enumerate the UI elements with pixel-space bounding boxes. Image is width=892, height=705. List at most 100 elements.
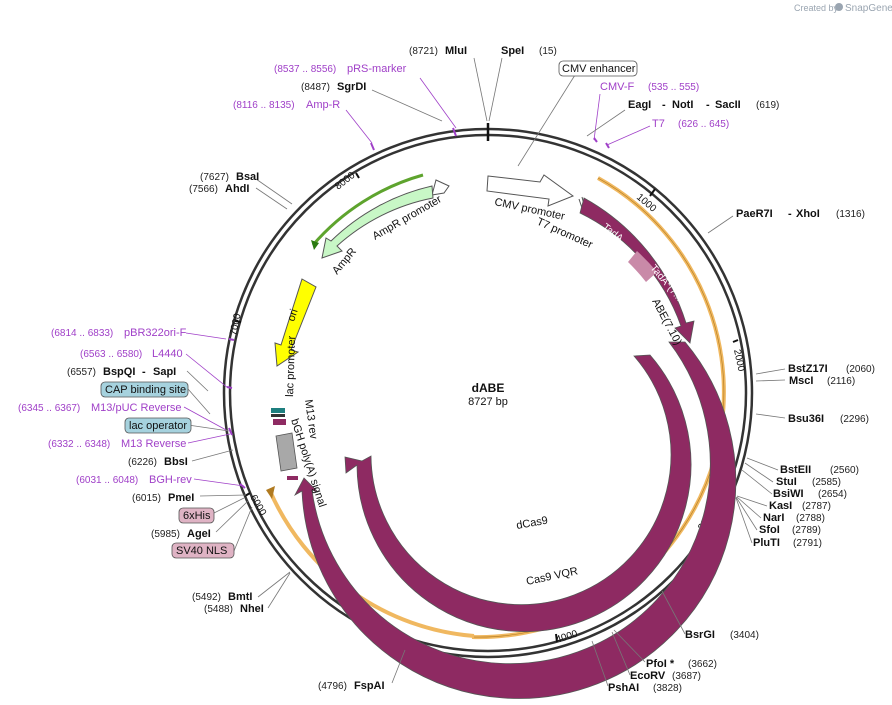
leader-lines xyxy=(183,57,786,687)
site-kasi-pos: (2787) xyxy=(802,501,831,512)
site-xhoi-name: XhoI xyxy=(796,208,820,220)
site-spei-pos: (15) xyxy=(539,46,557,57)
tick-2000: 2000 xyxy=(731,348,746,372)
box-cap-binding xyxy=(100,381,189,398)
tick-mark-8000 xyxy=(355,172,360,179)
site-agei-name: AgeI xyxy=(187,528,211,540)
site-ahdi-name: AhdI xyxy=(225,183,249,195)
ori-feature-arrow xyxy=(274,278,317,367)
site-bmti-pos: (5492) xyxy=(192,592,221,603)
ampr-promoter-arrow xyxy=(431,179,450,196)
svg-text:-: - xyxy=(662,99,666,111)
ampr-green-line xyxy=(311,173,424,246)
site-bsteii-name: BstEII xyxy=(780,464,811,476)
site-pshai-pos: (3828) xyxy=(653,683,682,694)
site-paer7i-name: PaeR7I xyxy=(736,208,773,220)
abe-feature-arrow xyxy=(579,197,695,344)
snapgene-logo: SnapGene xyxy=(835,3,892,14)
site-spei-name: SpeI xyxy=(501,45,524,57)
site-pluti-pos: (2791) xyxy=(793,538,822,549)
primer-m13puc-name: M13/pUC Reverse xyxy=(91,402,181,414)
site-bsteii-pos: (2560) xyxy=(830,465,859,476)
lac-operator-mark xyxy=(271,408,285,413)
site-eagi-name: EagI xyxy=(628,99,651,111)
tick-7000: 7000 xyxy=(228,312,243,336)
tick-mark-4000 xyxy=(555,633,558,643)
svg-text:-: - xyxy=(142,366,146,378)
cmv-promoter-arrow xyxy=(486,174,575,207)
site-noti-name: NotI xyxy=(672,99,693,111)
primer-m13rev-name: M13 Reverse xyxy=(121,438,186,450)
box-lac-operator xyxy=(124,417,192,434)
site-bbsi-pos: (6226) xyxy=(128,457,157,468)
site-pfoi-pos: (3662) xyxy=(688,659,717,670)
box-sv40-nls xyxy=(171,542,235,559)
box-6xhis xyxy=(178,507,215,524)
site-pfoi-name: PfoI * xyxy=(646,658,675,670)
site-ecorv-name: EcoRV xyxy=(630,670,666,682)
primer-pbr322-range: (6814 .. 6833) xyxy=(51,328,113,339)
site-sgrdi-pos: (8487) xyxy=(301,82,330,93)
site-bsrgi-pos: (3404) xyxy=(730,630,759,641)
site-nari-pos: (2788) xyxy=(796,513,825,524)
m13-rev-mark xyxy=(273,419,286,425)
label-t7-promoter: T7 promoter xyxy=(535,216,595,251)
site-mlui-name: MluI xyxy=(445,45,467,57)
site-sgrdi-name: SgrDI xyxy=(337,81,366,93)
site-msci-pos: (2116) xyxy=(827,376,855,387)
box-cmv-enhancer xyxy=(558,60,638,77)
site-pmei-pos: (6015) xyxy=(132,493,161,504)
primer-m13puc-range: (6345 .. 6367) xyxy=(18,403,80,414)
orange-arrow-tip xyxy=(266,486,275,499)
primer-l4440-range: (6563 .. 6580) xyxy=(80,349,142,360)
box-lac-operator-label: lac operator xyxy=(129,420,187,432)
site-pluti-name: PluTI xyxy=(753,537,780,549)
site-bsu36i-pos: (2296) xyxy=(840,414,869,425)
primer-marks xyxy=(226,127,610,489)
site-bstz17i-pos: (2060) xyxy=(846,364,875,375)
ampr-green-tip xyxy=(311,240,319,250)
primer-cmvf-name: CMV-F xyxy=(600,81,635,93)
site-bstz17i-name: BstZ17I xyxy=(788,363,828,375)
site-fspai-name: FspAI xyxy=(354,680,385,692)
site-bsiwi-pos: (2654) xyxy=(818,489,847,500)
primer-bghrev-range: (6031 .. 6048) xyxy=(76,475,138,486)
primer-prs-marker-range: (8537 .. 8556) xyxy=(274,64,336,75)
site-fspai-pos: (4796) xyxy=(318,681,347,692)
primer-m13rev-range: (6332 .. 6348) xyxy=(48,439,110,450)
bgh-polya-feature xyxy=(275,432,298,472)
primer-pbr322-name: pBR322ori-F xyxy=(124,327,187,339)
cas9vqr-feature-arrow xyxy=(294,341,737,699)
primer-ampr-name: Amp-R xyxy=(306,99,340,111)
site-bsai-name: BsaI xyxy=(236,171,259,183)
watermark-text: Created by xyxy=(794,3,839,13)
primer-bghrev-name: BGH-rev xyxy=(149,474,192,486)
site-sapi-name: SapI xyxy=(153,366,176,378)
label-ori: ori xyxy=(285,308,300,323)
site-bspqi-name: BspQI xyxy=(103,366,135,378)
tada7-segment xyxy=(628,251,657,282)
site-sfoi-pos: (2789) xyxy=(792,525,821,536)
plasmid-name: dABE xyxy=(472,381,505,395)
dcas9-feature-arrow xyxy=(344,354,692,632)
site-pmei-name: PmeI xyxy=(168,492,194,504)
site-kasi-name: KasI xyxy=(769,500,792,512)
site-sacii-name: SacII xyxy=(715,99,741,111)
label-lac-promoter: lac promoter xyxy=(284,335,298,397)
plasmid-length: 8727 bp xyxy=(468,396,508,408)
box-6xhis-label: 6xHis xyxy=(183,510,211,522)
site-bspqi-pos: (6557) xyxy=(67,367,96,378)
label-dcas9: dCas9 xyxy=(515,515,548,532)
site-bsrgi-name: BsrGI xyxy=(685,629,715,641)
site-agei-pos: (5985) xyxy=(151,529,180,540)
tick-mark-2000 xyxy=(732,339,739,343)
site-ahdi-pos: (7566) xyxy=(189,184,218,195)
box-sv40-nls-label: SV40 NLS xyxy=(176,545,227,557)
site-eagi-pos: (619) xyxy=(756,100,779,111)
snapgene-brand: SnapGene xyxy=(845,3,892,14)
site-stui-name: StuI xyxy=(776,476,797,488)
tick-mark-1000 xyxy=(649,188,656,197)
site-sfoi-name: SfoI xyxy=(759,524,780,536)
svg-text:-: - xyxy=(706,99,710,111)
label-m13-rev: M13 rev xyxy=(302,399,319,441)
